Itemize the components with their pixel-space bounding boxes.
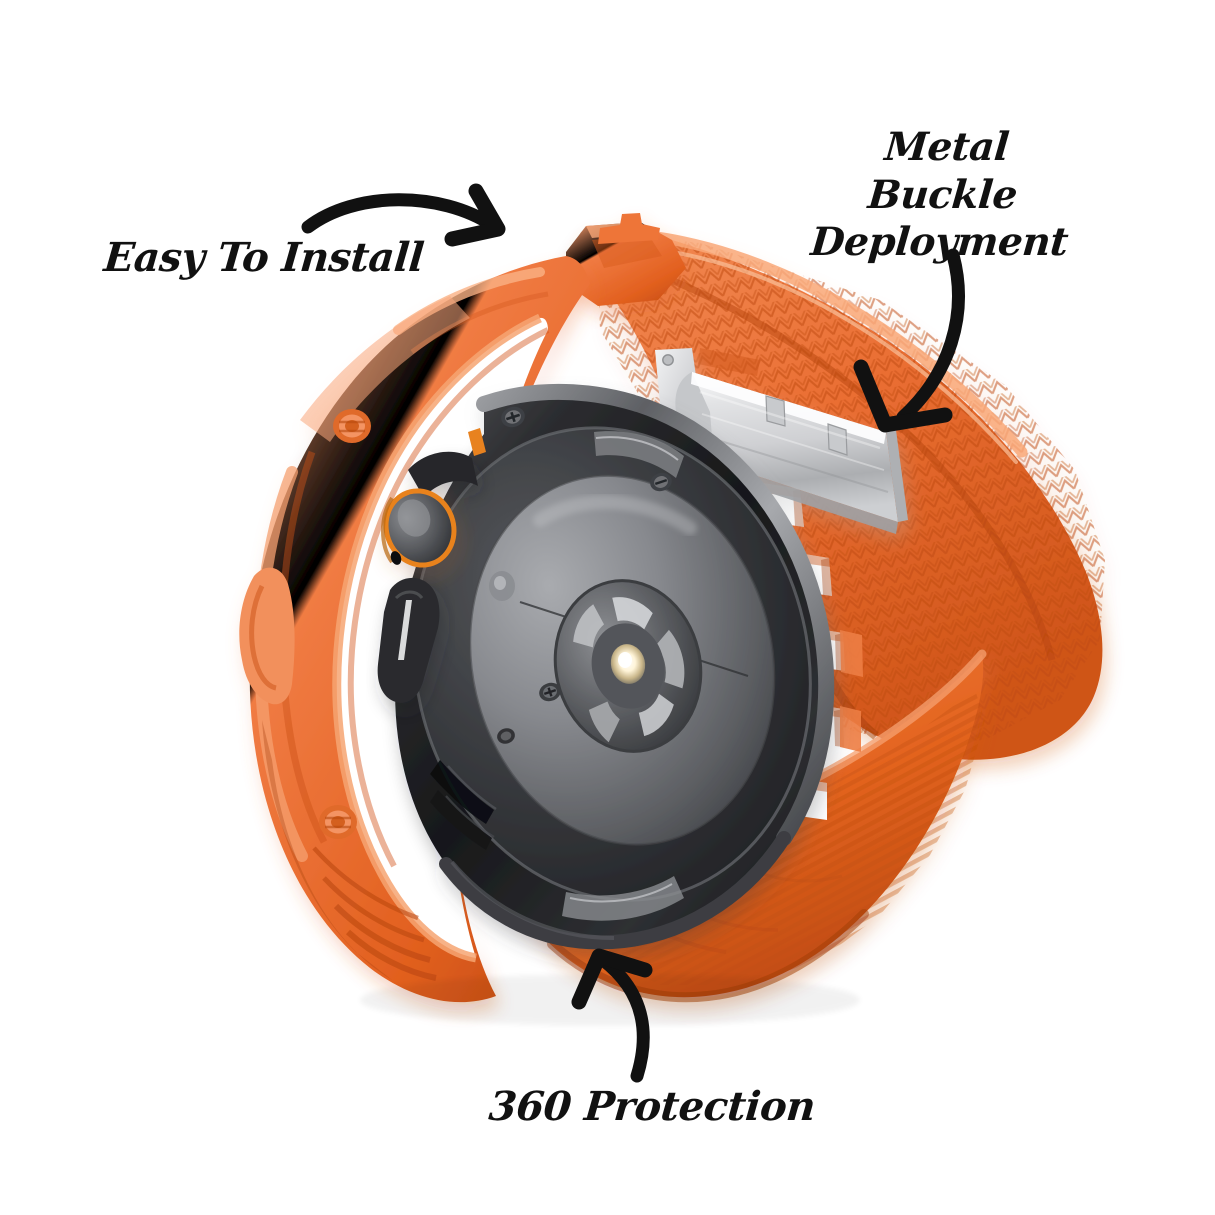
curved-arrow-down-left-icon	[853, 248, 965, 433]
side-button	[377, 577, 440, 703]
watch-body-rear	[395, 383, 835, 950]
heart-rate-sensor-cluster	[553, 579, 703, 753]
microphone-hole	[390, 551, 402, 565]
callout-360-protection-label: 360 Protection	[487, 1083, 818, 1130]
curved-arrow-right-down-icon	[301, 183, 506, 247]
case-accent-chip	[468, 428, 486, 456]
decorative-screw-heads	[319, 409, 371, 839]
callout-metal-buckle-line-1: Metal Buckle	[866, 124, 1019, 218]
callout-easy-install-label: Easy To Install	[102, 234, 426, 281]
curved-arrow-up-left-icon	[571, 948, 653, 1083]
speaker-grille	[430, 760, 497, 850]
case-screws	[497, 406, 672, 744]
digital-crown	[381, 451, 478, 568]
band-lug-top	[566, 213, 686, 306]
